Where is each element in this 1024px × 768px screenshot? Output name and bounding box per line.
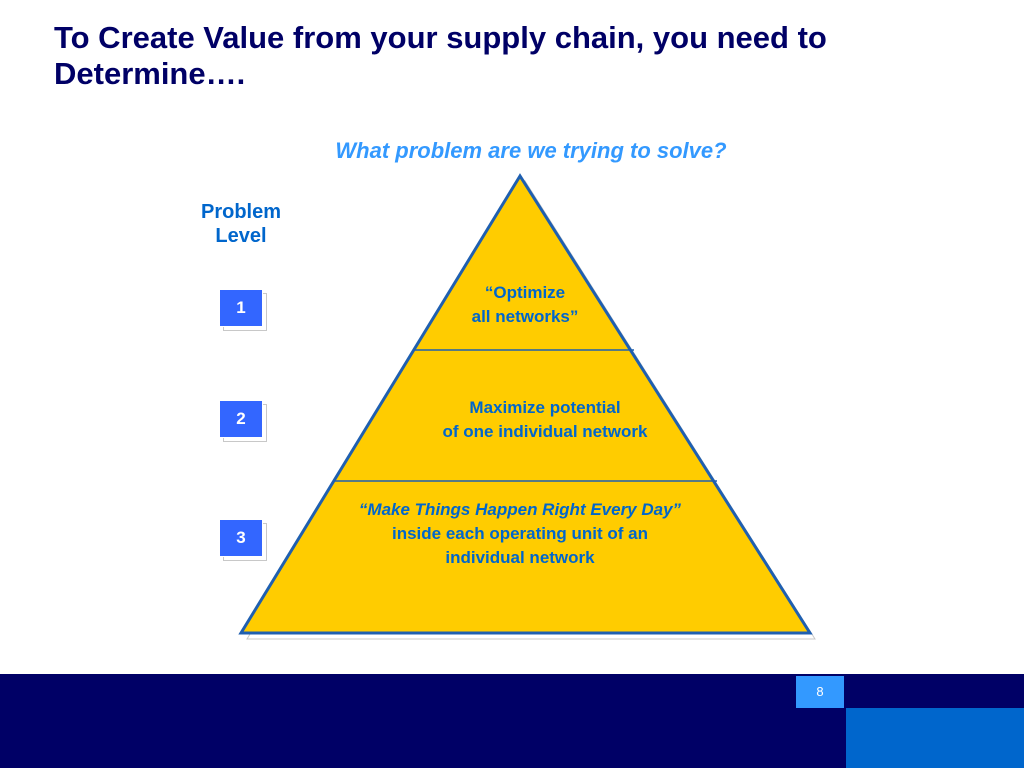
slide-title: To Create Value from your supply chain, … bbox=[54, 20, 954, 92]
tier-bottom-text: “Make Things Happen Right Every Day” ins… bbox=[310, 498, 730, 570]
level-badge-2: 2 bbox=[219, 400, 267, 442]
title-line-1: To Create Value from your supply chain, … bbox=[54, 20, 827, 55]
tier-bottom-line-3: individual network bbox=[445, 548, 595, 567]
badge-number: 3 bbox=[219, 519, 263, 557]
tier-top-line-2: all networks” bbox=[471, 307, 579, 326]
badge-number: 1 bbox=[219, 289, 263, 327]
badge-number: 2 bbox=[219, 400, 263, 438]
question-heading: What problem are we trying to solve? bbox=[335, 138, 727, 163]
tier-top-line-1: “Optimize bbox=[484, 283, 566, 302]
tier-bottom-line-1: “Make Things Happen Right Every Day” bbox=[358, 500, 682, 519]
problem-level-label: Problem Level bbox=[190, 200, 292, 248]
tier-middle-text: Maximize potential of one individual net… bbox=[400, 396, 690, 444]
tier-middle-line-1: Maximize potential bbox=[469, 398, 621, 417]
footer-accent-block bbox=[846, 708, 1024, 768]
tier-top-text: “Optimize all networks” bbox=[420, 281, 630, 329]
level-badge-1: 1 bbox=[219, 289, 267, 331]
page-number: 8 bbox=[796, 676, 844, 708]
level-label-line-1: Problem bbox=[200, 201, 282, 223]
tier-middle-line-2: of one individual network bbox=[442, 422, 648, 441]
pyramid-triangle bbox=[238, 173, 813, 635]
level-badge-3: 3 bbox=[219, 519, 267, 561]
level-label-line-2: Level bbox=[215, 225, 267, 247]
title-line-2: Determine…. bbox=[54, 56, 246, 91]
tier-bottom-line-2: inside each operating unit of an bbox=[392, 524, 648, 543]
